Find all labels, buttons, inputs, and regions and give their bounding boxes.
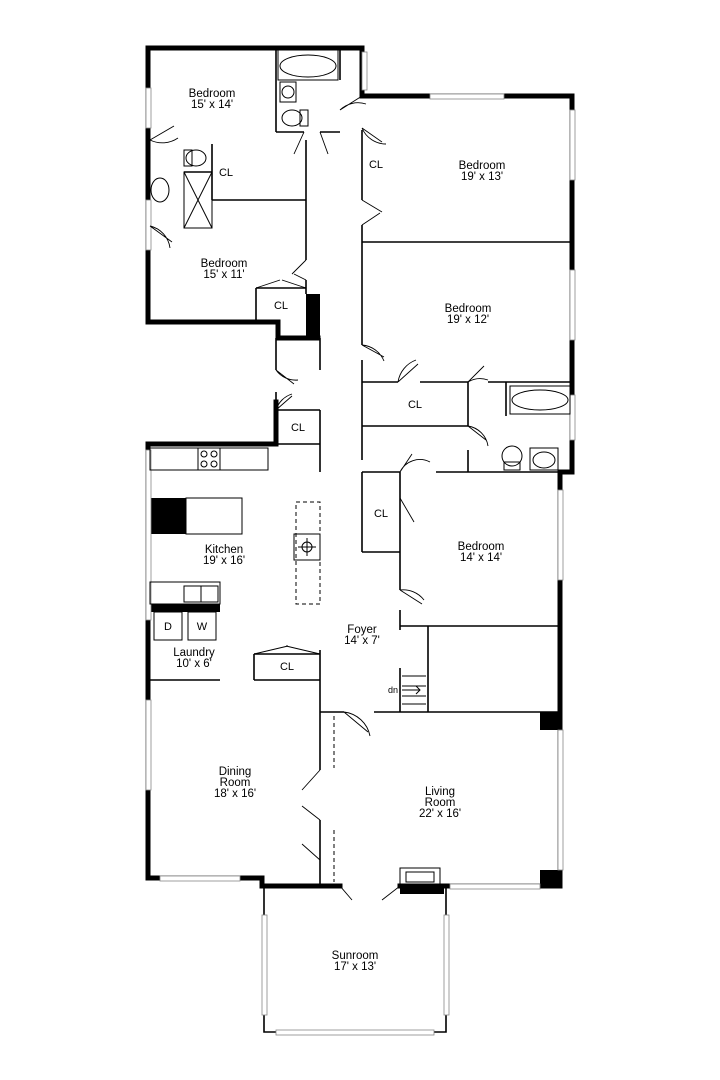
wall-block xyxy=(306,294,320,338)
bedroom-1-dims: 15' x 14' xyxy=(191,99,233,111)
living-dims: 22' x 16' xyxy=(419,808,461,820)
foyer-name: Foyer xyxy=(347,624,377,636)
bedroom-3-name: Bedroom xyxy=(459,160,506,172)
laundry-dims: 10' x 6' xyxy=(176,658,212,670)
wall-block xyxy=(400,886,444,894)
stairs-label: dn xyxy=(388,685,398,695)
bedroom-2-name: Bedroom xyxy=(201,258,248,270)
closet-label: CL xyxy=(274,300,288,312)
sunroom-windows xyxy=(261,914,450,1036)
wall-block xyxy=(148,498,186,534)
closet-label: CL xyxy=(219,167,233,179)
closet-labels: CL CL CL CL CL CL CL xyxy=(219,159,422,673)
bedroom-1-name: Bedroom xyxy=(189,88,236,100)
dining-name: Dining xyxy=(219,766,252,778)
living-name: Living xyxy=(425,786,455,798)
doors xyxy=(149,95,489,901)
dining-dims: 18' x 16' xyxy=(214,788,256,800)
dining-name-2: Room xyxy=(220,777,251,789)
kitchen-name: Kitchen xyxy=(205,544,243,556)
room-labels: Bedroom 15' x 14' Bedroom 15' x 11' Bedr… xyxy=(173,88,505,973)
wall-block xyxy=(540,870,560,888)
bedroom-3-dims: 19' x 13' xyxy=(461,171,503,183)
sunroom-name: Sunroom xyxy=(332,950,379,962)
fixtures xyxy=(150,49,571,887)
kitchen-island xyxy=(295,501,321,605)
wall-block xyxy=(540,712,560,730)
windows xyxy=(145,51,576,890)
closet-label: CL xyxy=(374,508,388,520)
kitchen-dims: 19' x 16' xyxy=(203,555,245,567)
bedroom-4-dims: 19' x 12' xyxy=(447,314,489,326)
closet-label: CL xyxy=(280,661,294,673)
bedroom-2-dims: 15' x 11' xyxy=(203,269,244,281)
closet-label: CL xyxy=(408,399,422,411)
foyer-dims: 14' x 7' xyxy=(344,635,380,647)
dryer-label: D xyxy=(164,621,172,633)
wall-block xyxy=(148,604,220,612)
washer-label: W xyxy=(197,621,208,633)
bedroom-5-name: Bedroom xyxy=(458,541,505,553)
closet-label: CL xyxy=(369,159,383,171)
bedroom-5-dims: 14' x 14' xyxy=(460,552,502,564)
closet-label: CL xyxy=(291,422,305,434)
living-name-2: Room xyxy=(425,797,456,809)
laundry-name: Laundry xyxy=(173,647,215,659)
bedroom-4-name: Bedroom xyxy=(445,303,492,315)
sunroom-dims: 17' x 13' xyxy=(334,961,376,973)
